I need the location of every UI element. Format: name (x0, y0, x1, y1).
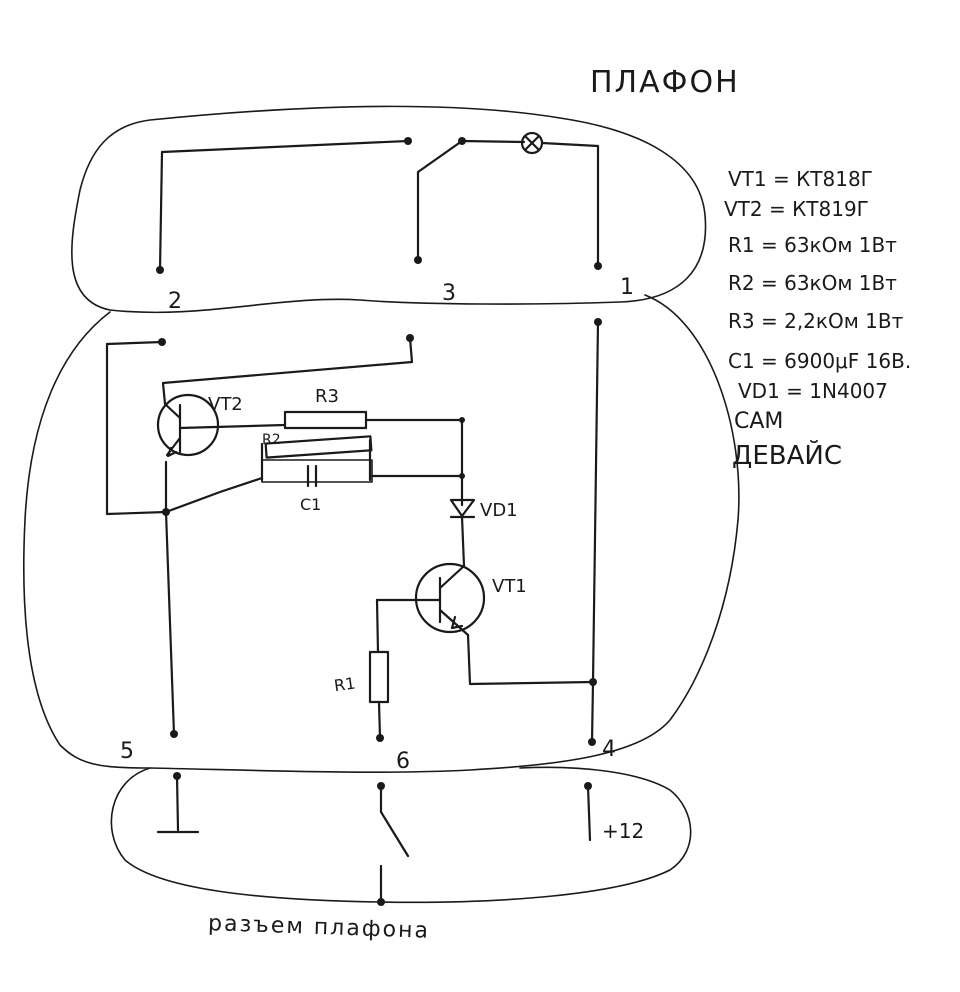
terminal-6-label: 6 (396, 749, 410, 774)
vt2-arrow (166, 446, 178, 458)
wire-r1-bottom (377, 700, 382, 740)
supply-label: +12 (602, 819, 644, 843)
ground-t5 (156, 774, 200, 834)
node-t3-top (414, 256, 422, 264)
spec-vt2: VT2 = КТ819Г (724, 197, 869, 221)
vd1-label: VD1 (480, 500, 518, 521)
r2-resistor-icon (264, 435, 373, 459)
wire-c1-left (164, 476, 264, 514)
c1-capacitor-icon (306, 464, 318, 488)
node-t6-top (376, 734, 384, 742)
node-t2-top (156, 266, 164, 274)
r1-label: R1 (333, 674, 357, 696)
wire-t3-device (161, 336, 414, 406)
spec-r3: R3 = 2,2кОм 1Вт (728, 309, 904, 333)
node-t5-top (170, 730, 178, 738)
r3-resistor-icon (283, 410, 368, 430)
wire-r1-top (375, 598, 380, 654)
spec-r1: R1 = 63кОм 1Вт (728, 233, 897, 257)
wire-left-down (164, 460, 176, 736)
node-t1-top (594, 262, 602, 270)
terminal-3-label: 3 (442, 281, 456, 306)
r3-label: R3 (315, 386, 339, 407)
c1-label: C1 (300, 495, 321, 514)
vt2-leads (163, 402, 217, 457)
wire-t1 (540, 141, 600, 268)
terminal-4-label: 4 (602, 737, 616, 762)
node-switch-left (404, 137, 412, 145)
terminal-2-label: 2 (168, 289, 182, 314)
page-title: ПЛАФОН (590, 65, 740, 100)
wire-vd1-down (460, 515, 466, 568)
node-r3-right (459, 417, 465, 423)
wire-t2 (158, 139, 410, 272)
device-outline (23, 294, 740, 773)
door-switch (379, 784, 410, 858)
node-switch-right (458, 137, 466, 145)
plafon-outline (71, 105, 707, 314)
vt2-transistor-icon (156, 393, 220, 457)
wire-r3-right (364, 418, 464, 507)
wire-t2-device (105, 340, 168, 516)
node-vt1-emitter (589, 678, 597, 686)
node-t4-top (588, 738, 596, 746)
node-t6-ground (377, 898, 385, 906)
spec-r2: R2 = 63кОм 1Вт (728, 271, 897, 295)
spec-list: VT1 = КТ818Г VT2 = КТ819Г R1 = 63кОм 1Вт… (724, 167, 911, 403)
connector-label: разъем плафона (208, 911, 431, 944)
r2-label: R2 (262, 432, 281, 448)
wire-vt1-emitter (466, 633, 595, 686)
plafon-switch (416, 139, 526, 174)
lamp-cross (523, 134, 541, 152)
vt2-label: VT2 (208, 394, 243, 415)
vt1-label: VT1 (492, 576, 527, 597)
vt1-arrow (450, 615, 464, 630)
r1-resistor-icon (368, 650, 390, 704)
device-label-line2: ДЕВАЙС (732, 439, 842, 471)
spec-vt1: VT1 = КТ818Г (728, 167, 873, 191)
wire-t4-supply (586, 784, 592, 842)
wire-r3-left (213, 423, 287, 429)
terminal-1-label: 1 (620, 275, 634, 300)
node-c1-right (459, 473, 465, 479)
vt1-transistor-icon (414, 562, 486, 634)
connector-outline (110, 766, 692, 904)
vt1-leads (375, 564, 470, 637)
device-label-line1: САМ (734, 409, 783, 434)
spec-c1: C1 = 6900μF 16В. (728, 349, 911, 373)
terminal-5-label: 5 (120, 739, 134, 764)
spec-vd1: VD1 = 1N4007 (738, 379, 888, 403)
